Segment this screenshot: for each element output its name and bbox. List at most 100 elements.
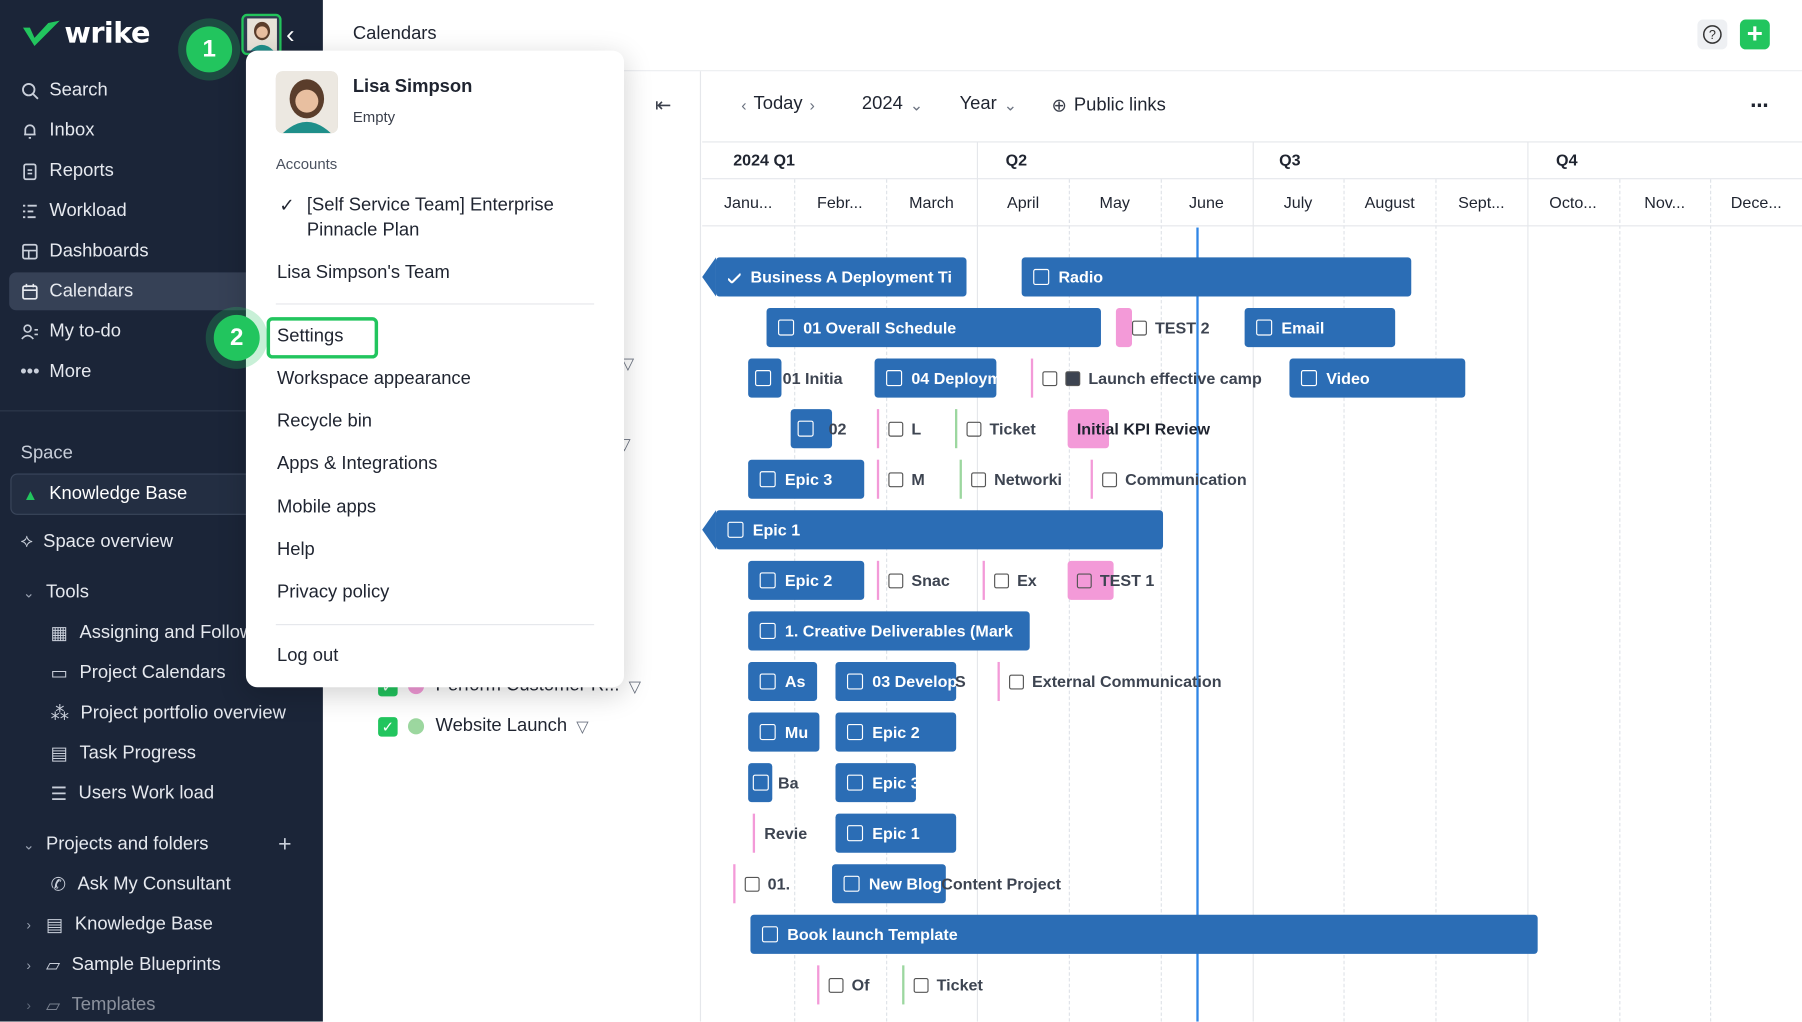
task-bar[interactable]: Epic 1 [835, 813, 957, 853]
task-chip[interactable]: Ba [773, 763, 799, 802]
nav-reports[interactable]: Reports [9, 152, 308, 190]
task-bar[interactable]: Radio [1021, 257, 1412, 297]
more-options-icon[interactable]: ⋯ [1750, 96, 1770, 117]
nav-calendars-label: Calendars [49, 280, 134, 301]
today-button[interactable]: Today [753, 94, 803, 114]
tool-item-project-calendars[interactable]: ▭ Project Calendars [51, 656, 226, 690]
task-bar[interactable]: Mu [748, 712, 820, 752]
tool-item-task-progress[interactable]: ▤ Task Progress [51, 737, 196, 771]
task-bar[interactable]: As [748, 661, 818, 702]
task-chip[interactable]: External Communication [997, 661, 1222, 702]
task-bar[interactable]: 03 Develop [835, 661, 957, 702]
task-chip[interactable]: Content Project [934, 864, 1061, 903]
today-nav[interactable]: ‹ Today › [734, 94, 821, 115]
task-chip[interactable]: Initial KPI Review [1068, 409, 1210, 448]
calendar-filter-row[interactable]: ✓ Website Launch ▽ [378, 716, 589, 737]
task-chip[interactable]: Communication [1090, 459, 1247, 499]
task-bar[interactable]: Epic 2 [748, 560, 865, 600]
collapse-sidebar-icon[interactable]: ‹ [286, 19, 295, 49]
task-bar[interactable] [790, 409, 833, 449]
menu-item-privacy-policy[interactable]: Privacy policy [276, 582, 390, 603]
task-bar[interactable]: Epic 3 [748, 459, 865, 499]
filter-icon[interactable]: ▽ [621, 353, 635, 373]
task-bar[interactable]: 01 Overall Schedule [766, 307, 1101, 348]
nav-my-todo[interactable]: My to-do [9, 313, 308, 351]
task-bar[interactable]: Epic 1 [702, 510, 1164, 550]
task-chip[interactable]: M [876, 459, 925, 499]
add-project-icon[interactable]: + [278, 831, 292, 857]
checkbox-checked[interactable]: ✓ [378, 716, 398, 737]
task-chip[interactable]: Revie [752, 813, 807, 853]
nav-workload[interactable]: Workload [9, 192, 308, 230]
task-chip[interactable]: L [876, 409, 921, 449]
project-templates[interactable]: › ▱ Templates [21, 988, 155, 1021]
task-chip[interactable]: Of [817, 965, 869, 1005]
team-item[interactable]: Lisa Simpson's Team [276, 263, 450, 283]
account-item[interactable]: [Self Service Team] Enterprise Pinnacle … [306, 195, 554, 241]
filter-icon[interactable]: ▽ [628, 676, 642, 695]
scale-select[interactable]: Year ⌄ [960, 94, 1024, 115]
task-bar[interactable]: New Blog [832, 864, 946, 904]
menu-item-help[interactable]: Help [276, 540, 315, 560]
menu-item-apps-integrations[interactable]: Apps & Integrations [276, 453, 438, 474]
task-chip[interactable]: Ticket [902, 965, 983, 1005]
menu-item-mobile-apps[interactable]: Mobile apps [276, 497, 377, 518]
year-select[interactable]: 2024 ⌄ [862, 94, 930, 115]
task-chip[interactable]: Ticket [955, 409, 1036, 449]
task-chip[interactable]: Ex [982, 560, 1037, 600]
collapse-pane-icon[interactable]: ⇤ [655, 94, 672, 117]
chevron-left-icon[interactable]: ‹ [741, 95, 747, 114]
task-chip[interactable]: 01. [733, 864, 790, 904]
milestone-bar[interactable] [1067, 560, 1114, 600]
projects-section[interactable]: ⌄ Projects and folders + [21, 827, 308, 861]
project-ask-my-consultant[interactable]: ✆ Ask My Consultant [51, 868, 231, 902]
nav-more[interactable]: •••More [9, 353, 308, 391]
task-bar[interactable]: Epic 3 [835, 763, 920, 803]
menu-item-workspace-appearance[interactable]: Workspace appearance [276, 368, 471, 389]
nav-dashboards[interactable]: Dashboards [9, 232, 308, 270]
add-icon[interactable]: + [1739, 19, 1770, 50]
tool-item-users-work-load[interactable]: ☰ Users Work load [51, 777, 215, 811]
task-bar[interactable]: Business A Deployment Ti [702, 257, 967, 297]
chevron-right-icon[interactable]: › [809, 95, 815, 114]
task-chip[interactable]: Snac [876, 560, 950, 600]
nav-inbox[interactable]: Inbox [9, 111, 308, 149]
wrike-logo[interactable]: wrike [21, 16, 150, 49]
task-chip[interactable]: 01 Initia [778, 359, 843, 398]
task-chip[interactable]: TEST 2 [1123, 308, 1210, 347]
space-selector[interactable]: ▲ Knowledge Base [10, 473, 275, 515]
help-icon[interactable]: ? [1697, 19, 1728, 50]
task-bar[interactable]: Video [1289, 358, 1466, 398]
task-label: 01 Overall Schedule [803, 318, 957, 337]
user-status[interactable]: Empty [352, 108, 396, 126]
milestone-bar[interactable] [1115, 307, 1132, 348]
menu-item-settings[interactable]: Settings [276, 326, 344, 346]
task-bar[interactable] [748, 358, 782, 398]
project-knowledge-base[interactable]: › ▤ Knowledge Base [21, 908, 212, 942]
task-chip[interactable]: Networki [959, 459, 1062, 499]
profile-avatar-button[interactable] [241, 13, 282, 56]
task-chip[interactable]: Launch effective camp [1030, 358, 1262, 398]
task-bar[interactable]: 1. Creative Deliverables (Mark [748, 611, 1030, 651]
task-chip[interactable]: 02 [819, 409, 847, 448]
task-bar[interactable]: Epic 2 [835, 712, 957, 752]
folder-icon: ▱ [45, 996, 61, 1016]
task-chip[interactable]: TEST 1 [1068, 561, 1154, 600]
menu-item-log-out[interactable]: Log out [276, 645, 339, 666]
menu-item-recycle-bin[interactable]: Recycle bin [276, 411, 373, 431]
task-bar[interactable]: 04 Deploym [874, 358, 1002, 398]
task-label: Ba [778, 773, 799, 792]
tool-item-portfolio[interactable]: ⁂ Project portfolio overview [51, 696, 286, 730]
task-bar[interactable]: Email [1244, 307, 1396, 348]
milestone-bar[interactable] [1067, 409, 1110, 449]
space-overview-link[interactable]: ⟡ Space overview [21, 525, 173, 559]
task-chip[interactable]: S [950, 662, 966, 701]
tools-section[interactable]: ⌄ Tools [21, 576, 89, 610]
filter-icon[interactable]: ▽ [576, 716, 589, 735]
task-bar[interactable] [748, 763, 773, 803]
nav-search[interactable]: Search [9, 71, 308, 109]
project-sample-blueprints[interactable]: › ▱ Sample Blueprints [21, 948, 220, 982]
task-bar[interactable]: Book launch Template [750, 914, 1538, 954]
public-links-button[interactable]: ⊕ Public links [1052, 94, 1166, 117]
tool-item-assigning[interactable]: ▦ Assigning and Follow [51, 616, 254, 650]
